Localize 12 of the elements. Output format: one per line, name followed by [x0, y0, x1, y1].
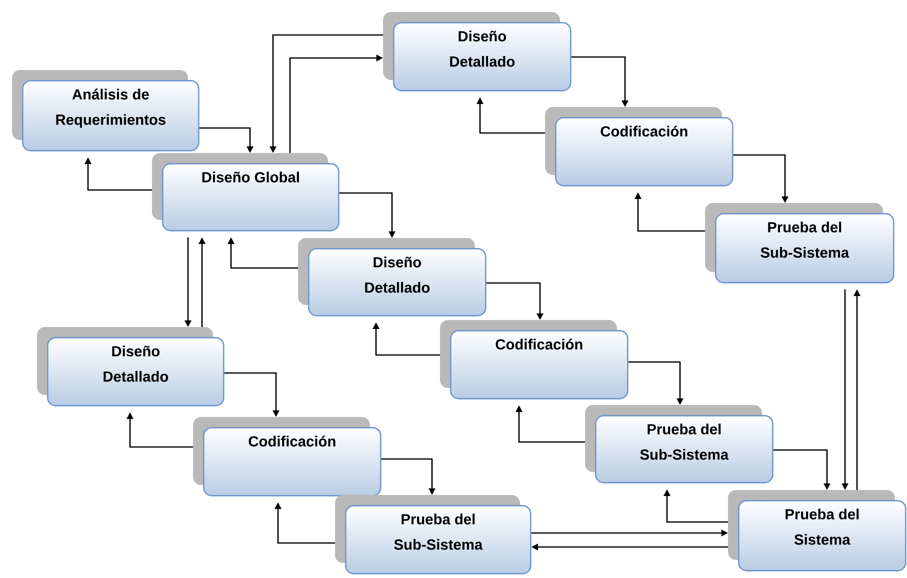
process-box: Prueba del Sub-Sistema	[705, 203, 894, 284]
process-box: Codificación	[193, 417, 382, 496]
process-box: Codificación	[440, 320, 628, 400]
process-box: Diseño Detallado	[298, 238, 486, 316]
process-box: Codificación	[545, 107, 734, 186]
process-box: Prueba del Sistema	[728, 490, 906, 572]
process-box: Prueba del Sub-Sistema	[335, 495, 532, 574]
process-box: Diseño Detallado	[37, 327, 224, 406]
process-box: Análisis de Requerimientos	[12, 70, 200, 152]
process-box: Diseño Global	[152, 153, 340, 232]
process-box: Prueba del Sub-Sistema	[585, 405, 774, 484]
process-box: Diseño Detallado	[383, 12, 572, 92]
